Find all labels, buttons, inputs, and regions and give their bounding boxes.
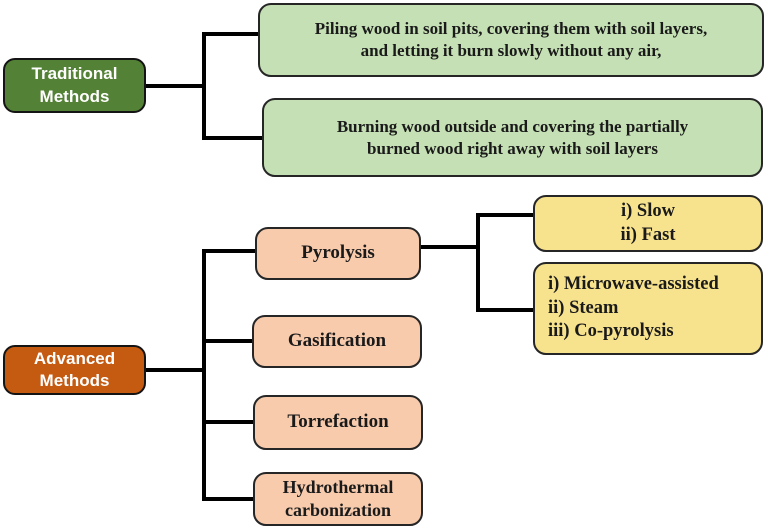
connector-line (206, 339, 252, 343)
connector-line (421, 245, 478, 249)
connector-line (202, 32, 206, 140)
connector-line (202, 249, 206, 501)
advanced-methods-root-node: Advanced Methods (3, 345, 146, 395)
connector-line (206, 136, 262, 140)
traditional-methods-root-node: Traditional Methods (3, 58, 146, 113)
connector-line (476, 213, 480, 312)
connector-line (146, 84, 204, 88)
connector-line (206, 420, 253, 424)
advanced-method-torrefaction-node: Torrefaction (253, 395, 423, 450)
traditional-method-pit-burning-node: Piling wood in soil pits, covering them … (258, 3, 764, 77)
advanced-method-hydrothermal-carbonization-node: Hydrothermal carbonization (253, 472, 423, 526)
pyrolysis-type-assisted-variants-node: i) Microwave-assisted ii) Steam iii) Co-… (533, 262, 763, 355)
connector-line (480, 308, 533, 312)
advanced-method-gasification-node: Gasification (252, 315, 422, 368)
connector-line (146, 368, 204, 372)
connector-line (206, 32, 258, 36)
advanced-method-pyrolysis-node: Pyrolysis (255, 227, 421, 280)
connector-line (206, 249, 255, 253)
pyrolysis-type-slow-fast-node: i) Slow ii) Fast (533, 195, 763, 252)
traditional-method-outside-burning-node: Burning wood outside and covering the pa… (262, 98, 763, 177)
connector-line (206, 497, 253, 501)
connector-line (480, 213, 533, 217)
